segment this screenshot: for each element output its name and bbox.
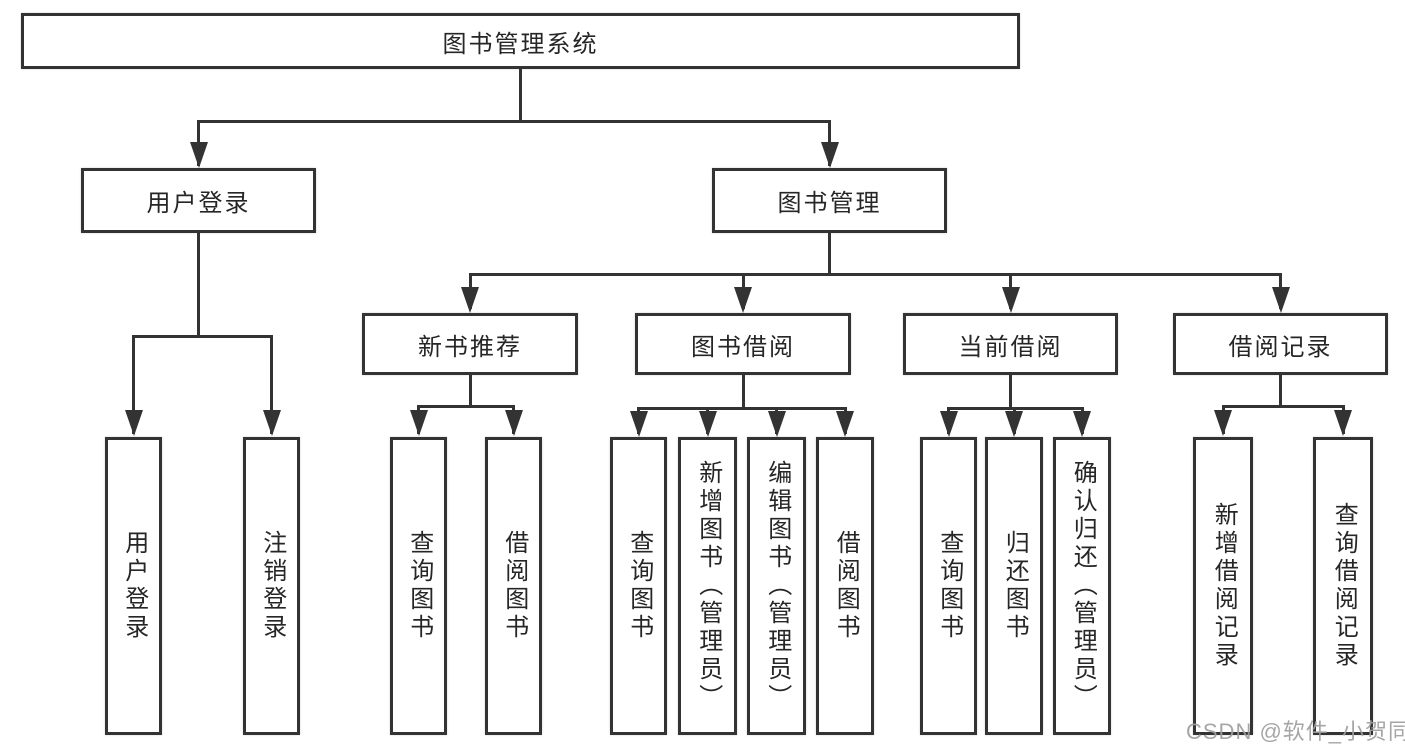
arrowhead-down-icon: [820, 142, 839, 168]
connector-line: [828, 233, 831, 275]
arrowhead-down-icon: [409, 410, 428, 436]
arrowhead-down-icon: [124, 410, 143, 436]
connector-line: [270, 335, 273, 434]
node-label: 借阅图书: [832, 530, 860, 642]
arrowhead-down-icon: [189, 142, 208, 168]
arrowhead-down-icon: [1005, 411, 1023, 437]
leaf-user-login: 用户登录: [105, 437, 162, 735]
node-label: 借阅记录: [1228, 333, 1333, 361]
csdn-watermark: CSDN @软件_小贺同学: [1186, 719, 1405, 744]
node-label: 查询图书: [405, 530, 433, 642]
node-current-borrowing: 当前借阅: [903, 313, 1118, 375]
node-label: 归还图书: [1001, 530, 1029, 642]
connector-line: [132, 335, 273, 338]
leaf-borrow-books: 借阅图书: [816, 437, 874, 735]
node-label: 新增借阅记录: [1210, 502, 1238, 670]
arrowhead-down-icon: [1214, 410, 1232, 436]
leaf-query-books-borrowing: 查询图书: [610, 437, 667, 735]
node-label: 确认归还（管理员）: [1069, 460, 1097, 712]
node-label: 查询图书: [625, 530, 653, 642]
leaf-borrow-books-recommend: 借阅图书: [485, 437, 542, 735]
connector-line: [1221, 405, 1345, 408]
connector-line: [468, 375, 472, 405]
node-label: 当前借阅: [958, 333, 1063, 361]
arrowhead-down-icon: [734, 287, 752, 313]
connector-line: [947, 407, 1084, 410]
arrowhead-down-icon: [461, 287, 479, 313]
node-label: 图书管理: [777, 190, 882, 217]
connector-line: [519, 69, 522, 120]
connector-line: [637, 407, 847, 410]
node-label: 借阅图书: [500, 530, 528, 642]
node-library-system-root: 图书管理系统: [21, 13, 1020, 69]
leaf-query-books-current: 查询图书: [920, 437, 977, 735]
connector-line: [468, 273, 1282, 276]
connector-line: [197, 120, 831, 123]
node-label: 用户登录: [146, 190, 251, 217]
node-user-login: 用户登录: [81, 168, 316, 233]
arrowhead-down-icon: [1334, 410, 1352, 436]
node-label: 新增图书（管理员）: [694, 460, 722, 712]
node-label: 编辑图书（管理员）: [763, 460, 791, 712]
arrowhead-down-icon: [767, 411, 786, 437]
arrowhead-down-icon: [629, 411, 648, 437]
node-label: 图书管理系统: [442, 30, 599, 58]
node-label: 新书推荐: [418, 333, 522, 361]
node-book-borrowing: 图书借阅: [635, 313, 851, 375]
node-label: 用户登录: [120, 530, 148, 642]
leaf-query-books-recommend: 查询图书: [390, 437, 447, 735]
node-label: 查询图书: [935, 530, 963, 642]
node-borrow-records: 借阅记录: [1173, 313, 1388, 375]
arrowhead-down-icon: [1001, 287, 1020, 313]
leaf-edit-books-admin: 编辑图书（管理员）: [747, 437, 806, 735]
connector-line: [417, 405, 515, 408]
connector-line: [132, 335, 135, 434]
leaf-confirm-return-admin: 确认归还（管理员）: [1053, 437, 1111, 735]
node-book-management: 图书管理: [712, 168, 947, 233]
arrowhead-down-icon: [504, 410, 523, 436]
leaf-add-borrow-record: 新增借阅记录: [1193, 437, 1253, 735]
leaf-return-books: 归还图书: [985, 437, 1043, 735]
arrowhead-down-icon: [1073, 411, 1091, 437]
arrowhead-down-icon: [939, 411, 958, 437]
node-label: 图书借阅: [691, 333, 795, 361]
connector-line: [1279, 375, 1282, 405]
connector-line: [1009, 375, 1012, 407]
node-label: 查询借阅记录: [1330, 502, 1358, 670]
connector-line: [741, 375, 745, 407]
arrowhead-down-icon: [262, 410, 281, 436]
arrowhead-down-icon: [1271, 287, 1290, 313]
arrowhead-down-icon: [836, 411, 854, 437]
node-new-book-recommend: 新书推荐: [362, 313, 578, 375]
leaf-logout: 注销登录: [243, 437, 300, 735]
node-label: 注销登录: [258, 530, 286, 642]
leaf-add-books-admin: 新增图书（管理员）: [678, 437, 737, 735]
leaf-query-borrow-record: 查询借阅记录: [1313, 437, 1373, 735]
arrowhead-down-icon: [698, 411, 717, 437]
connector-line: [197, 233, 200, 335]
